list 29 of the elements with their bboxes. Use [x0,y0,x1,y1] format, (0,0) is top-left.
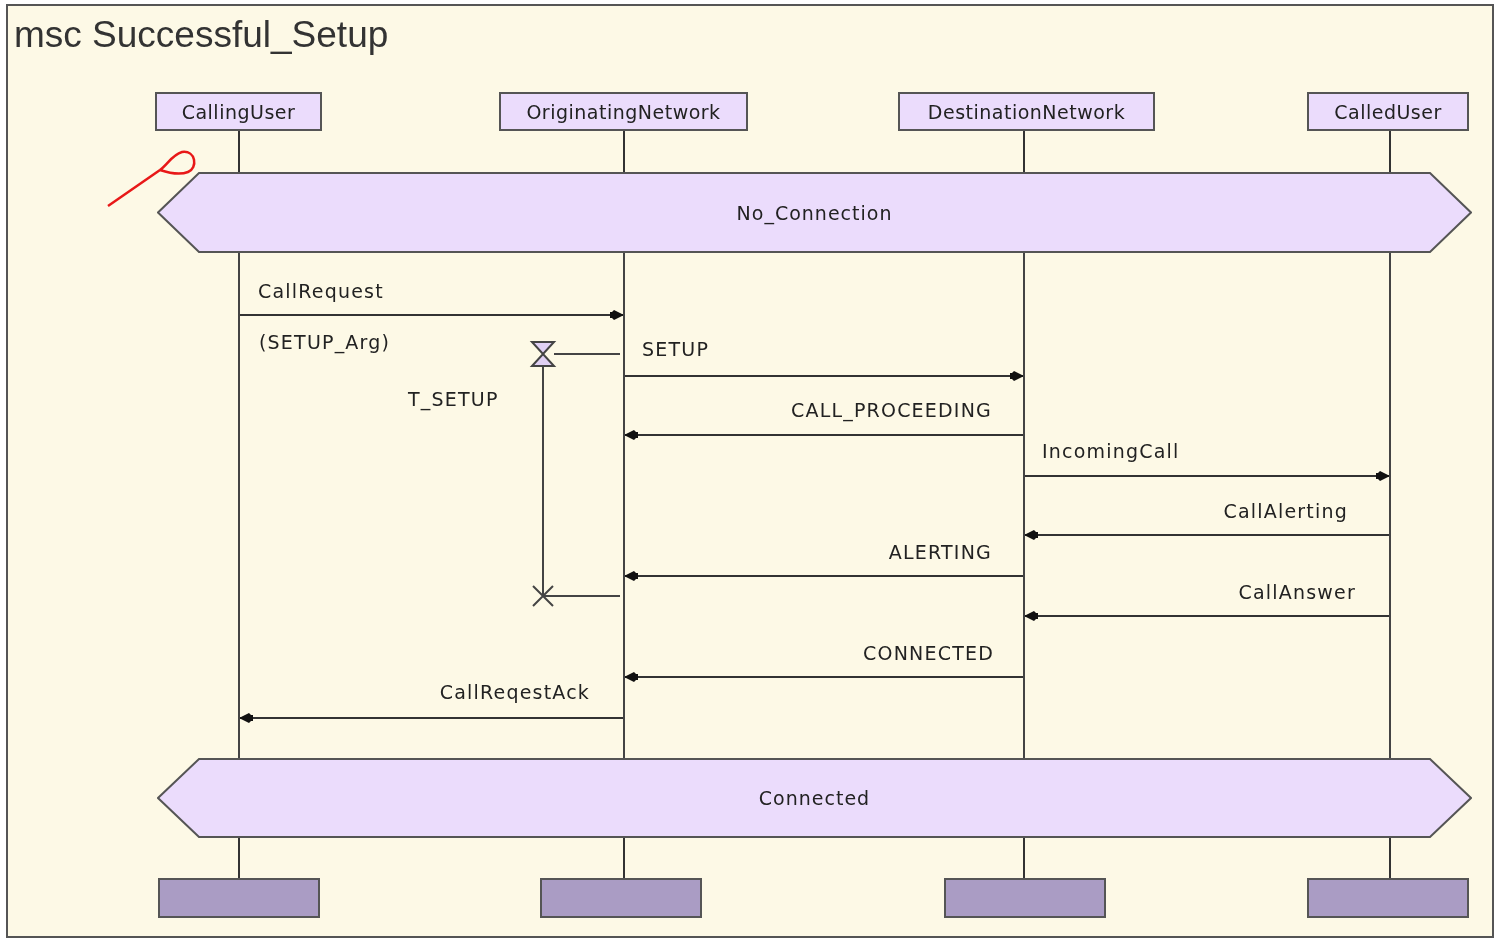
instance-head: DestinationNetwork [898,92,1155,131]
message-label: IncomingCall [1042,440,1180,462]
diagram-title: msc Successful_Setup [14,14,389,56]
instance-head: OriginatingNetwork [499,92,748,131]
lifeline-segment [238,130,240,173]
condition-hexagon: No_Connection [157,172,1472,253]
lifeline [238,253,240,758]
condition-hexagon: Connected [157,758,1472,838]
lifeline-segment [1023,837,1025,879]
lifeline [1389,253,1391,758]
lifeline-segment [623,130,625,173]
instance-head: CallingUser [155,92,322,131]
message-label: CallReqestAck [439,681,590,703]
lifeline-segment [1389,130,1391,173]
instance-end-box [1307,878,1469,918]
message-parameter: (SETUP_Arg) [259,331,391,353]
lifeline-segment [1389,837,1391,879]
message-label: CallRequest [258,280,384,302]
timer-label: T_SETUP [408,388,499,410]
instance-end-box [540,878,702,918]
lifeline-segment [623,837,625,879]
instance-end-box [158,878,320,918]
lifeline [1023,253,1025,758]
instance-end-box [944,878,1106,918]
lifeline [623,253,625,758]
lifeline-segment [1023,130,1025,173]
lifeline-segment [238,837,240,879]
instance-head: CalledUser [1307,92,1469,131]
message-label: CallAlerting [1223,500,1348,522]
